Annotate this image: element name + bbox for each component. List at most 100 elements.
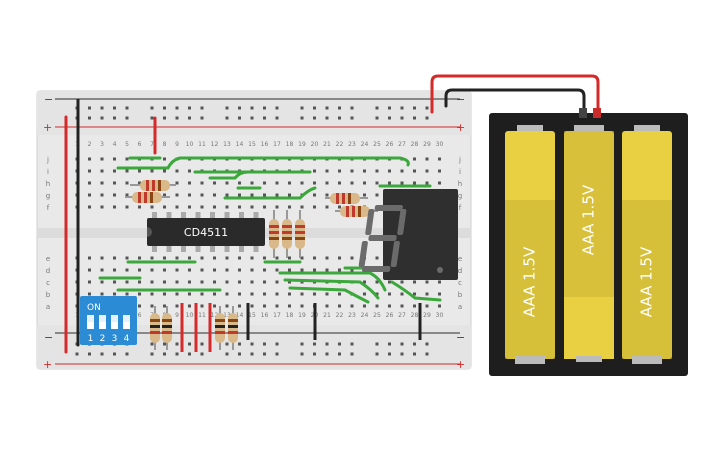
column-number: 25 xyxy=(373,312,381,319)
terminal-hole xyxy=(238,205,241,209)
dip-switch-body[interactable] xyxy=(80,296,137,345)
resistor[interactable] xyxy=(150,306,160,350)
terminal-hole xyxy=(438,181,441,185)
resistor[interactable] xyxy=(282,210,292,258)
ic-chip[interactable]: CD4511 xyxy=(147,212,265,252)
toggle-knob[interactable] xyxy=(123,322,130,329)
toggle-knob[interactable] xyxy=(87,322,94,329)
column-number: 16 xyxy=(261,312,269,319)
resistor[interactable] xyxy=(295,210,305,258)
terminal-hole xyxy=(250,205,254,209)
terminal-hole xyxy=(88,280,91,284)
column-number: 28 xyxy=(411,141,419,148)
terminal-hole xyxy=(375,304,379,308)
column-number: 17 xyxy=(273,312,281,319)
battery-cell: AAA 1.5V xyxy=(622,125,672,364)
dip-switch-toggle[interactable]: 1 xyxy=(87,315,94,344)
rail-hole xyxy=(388,106,391,110)
jumper-wire-green[interactable] xyxy=(223,186,317,200)
terminal-hole xyxy=(113,292,116,296)
terminal-hole xyxy=(400,304,404,308)
rail-hole xyxy=(163,342,166,346)
terminal-hole xyxy=(213,268,216,272)
column-number: 30 xyxy=(436,312,444,319)
rail-hole xyxy=(225,342,229,346)
terminal-hole xyxy=(113,280,116,284)
toggle-knob[interactable] xyxy=(111,322,118,329)
terminal-hole xyxy=(175,205,179,209)
resistors-vertical[interactable] xyxy=(150,210,305,350)
terminal-hole xyxy=(363,304,366,308)
rail-hole xyxy=(375,342,379,346)
rail-hole xyxy=(200,352,204,356)
terminal-hole xyxy=(238,268,241,272)
terminal-hole xyxy=(388,292,391,296)
row-letter: f xyxy=(459,204,462,212)
rail-hole xyxy=(425,116,429,120)
dip-switch-toggle[interactable]: 2 xyxy=(99,315,106,344)
ic-body[interactable] xyxy=(147,218,265,246)
jumper-wire-green[interactable] xyxy=(208,170,250,180)
rail-minus-label-right: − xyxy=(456,93,465,106)
row-letter: j xyxy=(458,156,461,164)
terminal-hole xyxy=(400,280,404,284)
ic-pin xyxy=(195,212,201,219)
terminal-hole xyxy=(438,304,441,308)
row-letter: h xyxy=(46,180,50,188)
resistor[interactable] xyxy=(325,193,368,204)
battery-label: AAA 1.5V xyxy=(521,246,539,317)
terminal-hole xyxy=(275,304,279,308)
rail-hole xyxy=(263,106,266,110)
dip-switch-toggle[interactable]: 4 xyxy=(123,315,130,344)
terminal-hole xyxy=(338,268,341,272)
terminal-hole xyxy=(238,304,241,308)
rail-hole xyxy=(238,116,241,120)
resistor[interactable] xyxy=(130,180,176,191)
terminal-hole xyxy=(200,268,204,272)
rail-hole xyxy=(88,352,91,356)
terminal-hole xyxy=(125,193,129,197)
terminal-hole xyxy=(200,280,204,284)
terminal-hole xyxy=(275,268,279,272)
terminal-hole xyxy=(375,256,379,260)
dip-switch-on-label: ON xyxy=(87,303,101,313)
resistor[interactable] xyxy=(215,306,225,350)
jumper-wire-green[interactable] xyxy=(278,271,387,292)
rail-hole xyxy=(250,352,254,356)
seven-segment-display[interactable] xyxy=(358,189,458,280)
rail-jumpers[interactable] xyxy=(64,98,422,354)
terminal-hole xyxy=(313,268,316,272)
resistors-horizontal[interactable] xyxy=(125,180,378,217)
jumper-wire-green[interactable] xyxy=(283,278,380,300)
row-letter: e xyxy=(458,255,462,263)
toggle-knob[interactable] xyxy=(99,322,106,329)
terminal-hole xyxy=(288,205,291,209)
dip-switch-toggle[interactable]: 3 xyxy=(111,315,118,344)
jumper-wire-green[interactable] xyxy=(390,280,442,302)
ic-pin xyxy=(210,212,215,219)
rail-hole xyxy=(350,352,354,356)
jumper-wire-green[interactable] xyxy=(288,286,370,304)
resistor[interactable] xyxy=(228,306,238,350)
terminal-hole xyxy=(375,280,379,284)
column-number: 27 xyxy=(398,312,406,319)
terminal-hole xyxy=(125,268,129,272)
ic-pin xyxy=(181,245,186,252)
terminal-hole xyxy=(388,181,391,185)
battery-leads xyxy=(430,74,600,114)
resistor[interactable] xyxy=(125,192,170,203)
rail-minus-label-bottom-right: − xyxy=(456,331,465,344)
terminal-hole xyxy=(300,181,304,185)
resistor[interactable] xyxy=(269,210,279,258)
rail-hole xyxy=(350,116,354,120)
resistor[interactable] xyxy=(162,306,172,350)
terminal-hole xyxy=(288,256,291,260)
jumper-wire-green[interactable] xyxy=(116,156,410,170)
row-letter: d xyxy=(46,267,50,275)
terminal-hole xyxy=(150,268,154,272)
green-jumpers[interactable] xyxy=(98,156,447,304)
terminal-hole xyxy=(425,280,429,284)
